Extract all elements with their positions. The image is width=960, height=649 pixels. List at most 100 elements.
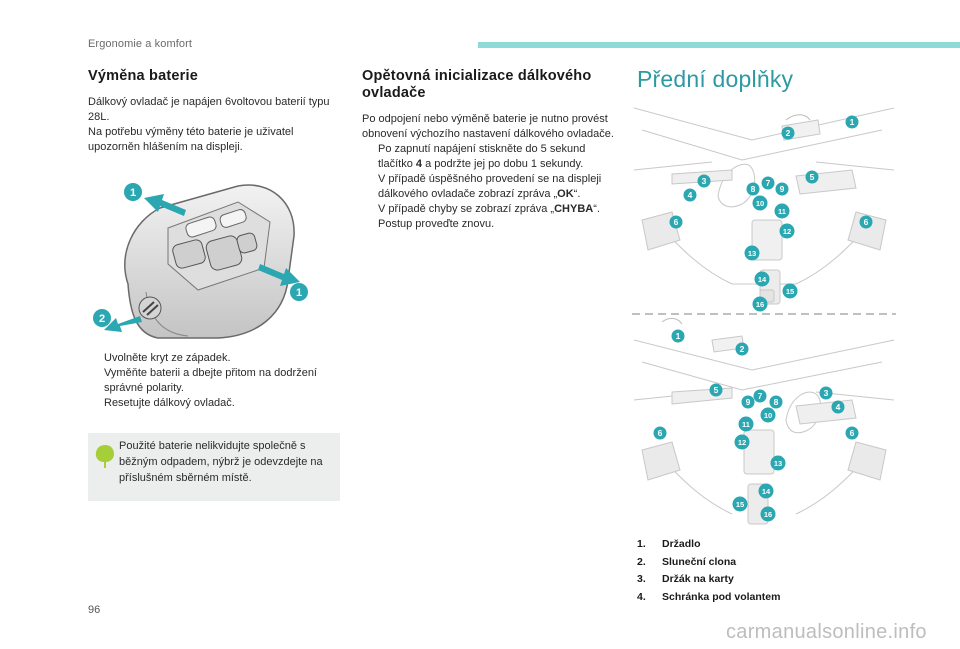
svg-text:7: 7 (766, 178, 771, 188)
battery-intro: Dálkový ovladač je napájen 6voltovou bat… (88, 95, 343, 155)
callout-bottom-16: 16 (760, 506, 776, 522)
svg-text:13: 13 (748, 249, 756, 258)
battery-step: Vyměňte baterii a dbejte přitom na dodrž… (104, 367, 317, 394)
battery-steps: Uvolněte kryt ze západek. Vyměňte bateri… (88, 351, 346, 411)
svg-text:6: 6 (864, 217, 869, 227)
reinit-title: Opětovná inicializace dálkového ovladače (362, 68, 592, 102)
svg-text:6: 6 (674, 217, 679, 227)
callout-bottom-9: 9 (741, 395, 755, 409)
callout-top-16: 16 (752, 296, 768, 312)
callout-bottom-3: 3 (819, 386, 833, 400)
callout-top-15: 15 (782, 283, 798, 299)
battery-step: Resetujte dálkový ovladač. (104, 397, 235, 409)
svg-text:9: 9 (746, 397, 751, 407)
callout-top-3: 3 (697, 174, 711, 188)
callout-1-top: 1 (124, 183, 142, 201)
svg-text:5: 5 (810, 172, 815, 182)
callout-bottom-4: 4 (831, 400, 845, 414)
svg-text:1: 1 (130, 187, 136, 199)
callout-top-9: 9 (775, 182, 789, 196)
callout-top-2: 2 (781, 126, 795, 140)
battery-section: Výměna baterie Dálkový ovladač je napáje… (88, 68, 343, 155)
callout-bottom-12: 12 (734, 434, 750, 450)
svg-text:14: 14 (758, 275, 767, 284)
battery-step: Uvolněte kryt ze západek. (104, 352, 231, 364)
callout-top-13: 13 (744, 245, 760, 261)
callout-top-7: 7 (761, 176, 775, 190)
recycle-leaf-icon (94, 443, 116, 469)
svg-text:11: 11 (742, 420, 750, 429)
svg-text:9: 9 (780, 184, 785, 194)
callout-top-8: 8 (746, 182, 760, 196)
callout-top-6: 6 (859, 215, 873, 229)
callout-top-5: 5 (805, 170, 819, 184)
callout-bottom-10: 10 (760, 407, 776, 423)
reinit-step-1: Po zapnutí napájení stiskněte do 5 sekun… (378, 143, 602, 216)
callout-top-6: 6 (669, 215, 683, 229)
recycling-note-text: Použité baterie nelikvidujte společně s … (119, 440, 323, 484)
battery-title: Výměna baterie (88, 68, 198, 84)
svg-text:10: 10 (764, 411, 772, 420)
svg-text:12: 12 (783, 227, 791, 236)
svg-text:12: 12 (738, 438, 746, 447)
svg-text:5: 5 (714, 385, 719, 395)
reinit-step-2: Postup proveďte znovu. (378, 218, 495, 231)
svg-text:10: 10 (756, 199, 764, 208)
error-message: CHYBA (554, 203, 594, 216)
page-number: 96 (88, 604, 101, 616)
svg-text:2: 2 (740, 344, 745, 354)
svg-text:1: 1 (676, 331, 681, 341)
reinit-steps: Po zapnutí napájení stiskněte do 5 sekun… (362, 142, 620, 232)
svg-text:15: 15 (786, 287, 794, 296)
svg-text:15: 15 (736, 500, 744, 509)
battery-intro-line2: Na potřebu výměny této baterie je uživat… (88, 126, 294, 154)
callout-bottom-2: 2 (735, 342, 749, 356)
callout-bottom-7: 7 (753, 389, 767, 403)
recycling-note: Použité baterie nelikvidujte společně s … (88, 433, 340, 501)
svg-text:2: 2 (99, 313, 105, 325)
callout-bottom-8: 8 (769, 395, 783, 409)
callout-bottom-15: 15 (732, 496, 748, 512)
callout-1-right: 1 (290, 283, 308, 301)
remote-key-figure: 1 1 2 (88, 172, 324, 344)
battery-intro-line1: Dálkový ovladač je napájen 6voltovou bat… (88, 96, 330, 124)
svg-text:3: 3 (702, 176, 707, 186)
callout-bottom-5: 5 (709, 383, 723, 397)
callout-top-10: 10 (752, 195, 768, 211)
reinit-section: Opětovná inicializace dálkového ovladače… (362, 68, 620, 232)
svg-text:1: 1 (296, 287, 302, 299)
callout-bottom-13: 13 (770, 455, 786, 471)
svg-text:13: 13 (774, 459, 782, 468)
legend-item: 4.Schránka pod volantem (637, 590, 781, 603)
callout-bottom-1: 1 (671, 329, 685, 343)
callout-bottom-6: 6 (845, 426, 859, 440)
svg-text:6: 6 (658, 428, 663, 438)
watermark: carmanualsonline.info (726, 621, 927, 643)
front-accessories-title: Přední doplňky (637, 66, 794, 92)
legend-item: 2.Sluneční clona (637, 555, 737, 568)
callout-top-12: 12 (779, 223, 795, 239)
callout-bottom-14: 14 (758, 483, 774, 499)
svg-text:7: 7 (758, 391, 763, 401)
callout-top-11: 11 (774, 203, 790, 219)
header-accent-bar (478, 42, 960, 48)
key-number: 4 (415, 158, 423, 171)
svg-text:16: 16 (764, 510, 772, 519)
callout-top-14: 14 (754, 271, 770, 287)
svg-text:8: 8 (751, 184, 756, 194)
svg-text:4: 4 (836, 402, 841, 412)
callout-bottom-6: 6 (653, 426, 667, 440)
ok-message: OK (557, 188, 574, 201)
reinit-intro: Po odpojení nebo výměně baterie je nutno… (362, 113, 614, 141)
legend-item: 1.Držadlo (637, 538, 701, 550)
callout-top-1: 1 (845, 115, 859, 129)
accessories-legend: 1.Držadlo 2.Sluneční clona 3.Držák na ka… (637, 536, 780, 606)
callout-2: 2 (93, 309, 111, 327)
callout-top-4: 4 (683, 188, 697, 202)
svg-text:11: 11 (778, 207, 786, 216)
legend-item: 3.Držák na karty (637, 573, 734, 586)
svg-text:6: 6 (850, 428, 855, 438)
